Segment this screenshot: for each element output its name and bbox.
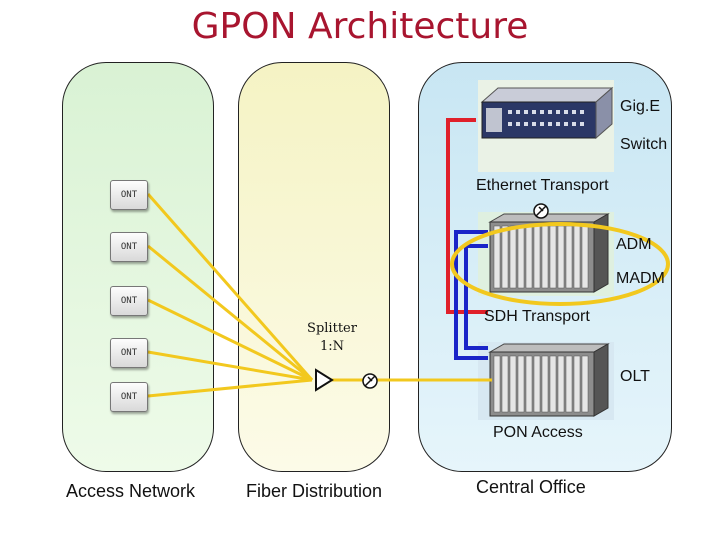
splitter-label: Splitter 1:N bbox=[300, 320, 364, 356]
olt-label: OLT bbox=[620, 368, 650, 385]
ont-box: ONT bbox=[110, 180, 148, 210]
splitter-label-ratio: 1:N bbox=[319, 339, 345, 354]
splitter-label-name: Splitter bbox=[307, 321, 357, 336]
ethernet-transport-label: Ethernet Transport bbox=[476, 177, 609, 194]
sdh-transport-label: SDH Transport bbox=[484, 308, 590, 325]
fiber-distribution-panel bbox=[238, 62, 390, 472]
ont-box: ONT bbox=[110, 232, 148, 262]
sdh-link-inner bbox=[464, 244, 488, 350]
ont-box: ONT bbox=[110, 286, 148, 316]
adm-label: ADM bbox=[616, 236, 652, 253]
ont-box: ONT bbox=[110, 338, 148, 368]
madm-label: MADM bbox=[616, 270, 665, 287]
fiber-ont-3 bbox=[147, 298, 313, 382]
fiber-ont-4 bbox=[147, 350, 313, 382]
ont-box: ONT bbox=[110, 382, 148, 412]
sdh-link-outer bbox=[454, 230, 488, 360]
fiber-distribution-label: Fiber Distribution bbox=[246, 481, 383, 501]
madm-highlight-ellipse bbox=[450, 222, 670, 306]
fiber-ont-1 bbox=[146, 193, 314, 381]
gige-switch-icon bbox=[478, 80, 614, 172]
page-title: GPON Architecture bbox=[191, 6, 529, 47]
fiber-ont-5 bbox=[147, 378, 313, 398]
connector-icon bbox=[362, 373, 378, 389]
pon-access-label: PON Access bbox=[493, 424, 583, 441]
fiber-ont-2 bbox=[147, 244, 313, 382]
olt-rack-icon bbox=[478, 342, 614, 420]
switch-label-line2: Switch bbox=[620, 136, 668, 153]
central-office-label: Central Office bbox=[476, 477, 586, 497]
splitter-icon bbox=[315, 368, 334, 392]
connector-icon-ethernet bbox=[533, 203, 549, 219]
switch-label-line1: Gig.E bbox=[620, 98, 661, 115]
access-network-label: Access Network bbox=[66, 481, 196, 501]
